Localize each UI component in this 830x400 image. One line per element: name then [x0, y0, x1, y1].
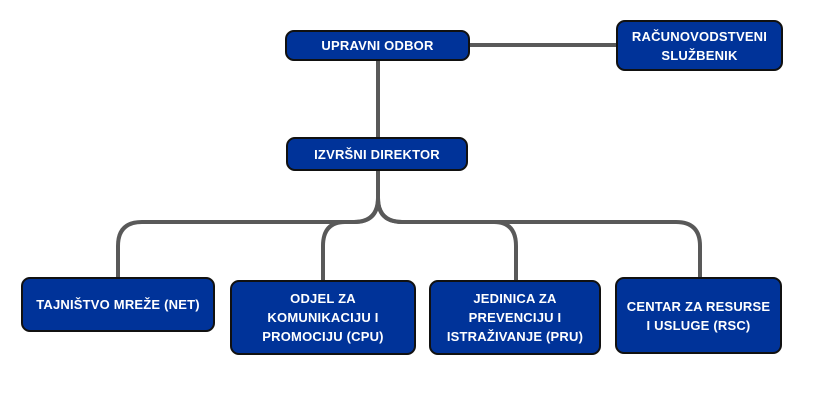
net-node: TAJNIŠTVO MREŽE (NET): [21, 277, 215, 332]
net-label: TAJNIŠTVO MREŽE (NET): [36, 297, 200, 312]
branch-to-cpu-connector: [321, 197, 380, 282]
accountant-node: RAČUNOVODSTVENI SLUŽBENIK: [616, 20, 783, 71]
pru-node: JEDINICA ZA PREVENCIJU I ISTRAŽIVANJE (P…: [429, 280, 601, 355]
cpu-label-line1: ODJEL ZA: [290, 291, 356, 306]
cpu-node: ODJEL ZA KOMUNIKACIJU I PROMOCIJU (CPU): [230, 280, 416, 355]
cpu-label-line3: PROMOCIJU (CPU): [262, 329, 384, 344]
board-label: UPRAVNI ODBOR: [321, 38, 434, 53]
pru-label-line1: JEDINICA ZA: [473, 291, 557, 306]
rsc-node: CENTAR ZA RESURSE I USLUGE (RSC): [615, 277, 782, 354]
cpu-label-line2: KOMUNIKACIJU I: [267, 310, 379, 325]
accountant-label-line1: RAČUNOVODSTVENI: [631, 28, 768, 44]
director-node: IZVRŠNI DIREKTOR: [286, 137, 468, 171]
director-label: IZVRŠNI DIREKTOR: [314, 146, 440, 162]
rsc-label-line2: I USLUGE (RSC): [646, 317, 751, 333]
pru-label-line3: ISTRAŽIVANJE (PRU): [446, 329, 584, 344]
pru-label-line2: PREVENCIJU I: [468, 310, 562, 325]
rsc-label-line1: CENTAR ZA RESURSE: [626, 298, 771, 314]
board-node: UPRAVNI ODBOR: [285, 30, 470, 61]
branch-to-pru-connector: [376, 197, 518, 282]
accountant-label-line2: SLUŽBENIK: [661, 47, 738, 63]
branch-to-rsc-connector: [376, 197, 702, 278]
